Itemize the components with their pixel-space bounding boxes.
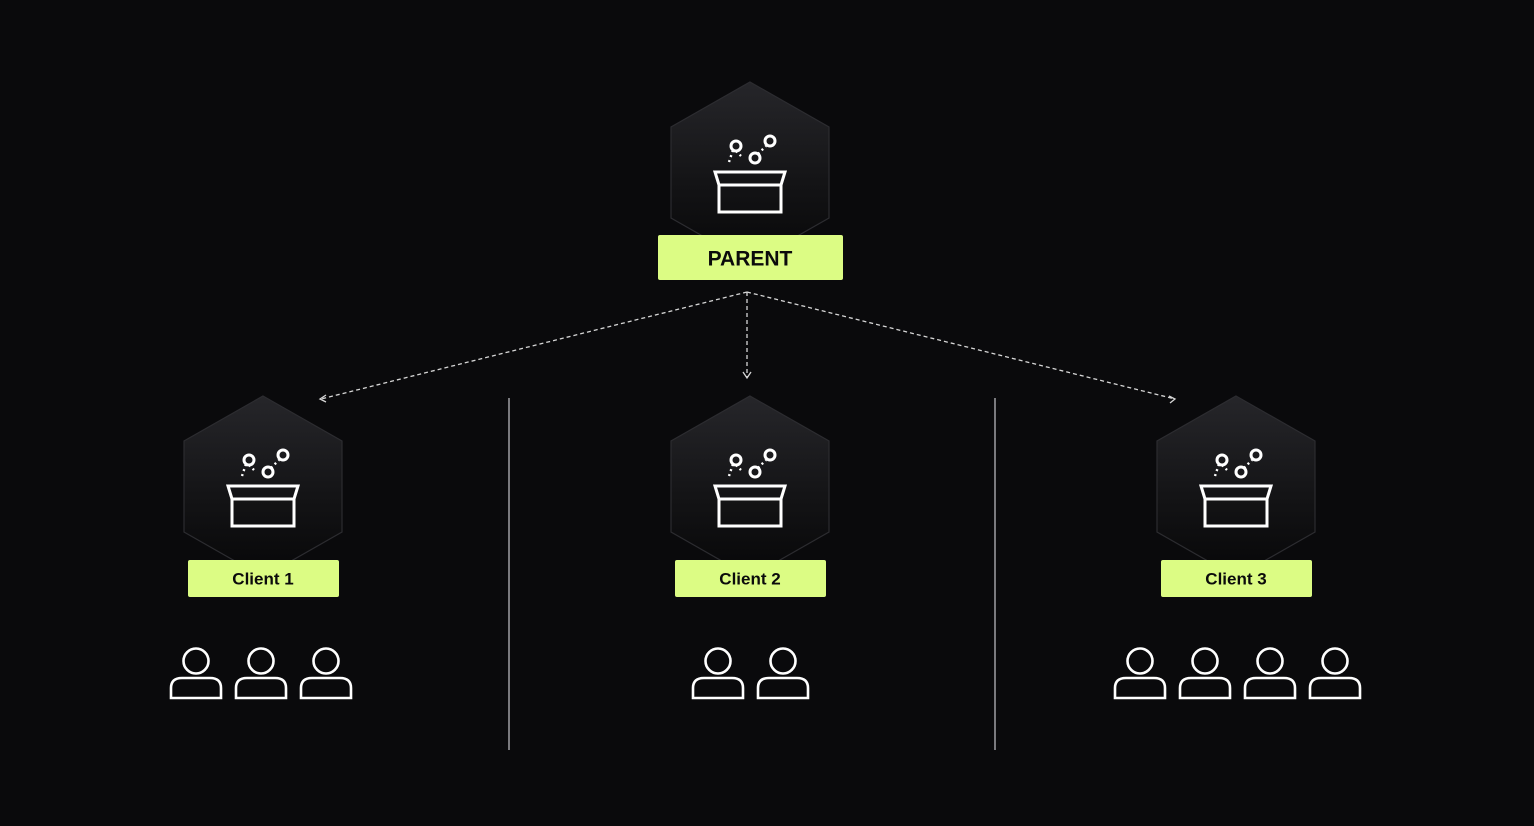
user-icon [1178,647,1232,700]
user-icon [234,647,288,700]
user-icon [756,647,810,700]
user-icon [169,647,223,700]
arrowhead-client-3 [1168,395,1177,404]
client-node-2: Client 2 [670,395,830,700]
client-1-label-box [188,560,339,597]
user-icon [691,647,745,700]
client-3-label-box [1161,560,1312,597]
user-group-1 [169,647,353,700]
package-box-icon [1198,448,1274,528]
arrowhead-client-2 [742,371,752,380]
client-node-3: Client 3 [1113,395,1362,700]
parent-label-box [658,235,843,280]
package-box-icon [712,134,788,214]
connectors [318,291,1177,404]
user-icon [1243,647,1297,700]
user-icon [1113,647,1167,700]
client-3-label: Client 3 [1205,570,1266,589]
package-box-icon [712,448,788,528]
client-node-1: Client 1 [169,395,353,700]
user-group-2 [691,647,810,700]
connector-parent-client-1 [320,291,748,400]
arrowhead-client-1 [318,394,327,403]
connector-parent-client-3 [746,291,1176,400]
user-icon [299,647,353,700]
user-group-3 [1113,647,1362,700]
client-2-label-box [675,560,826,597]
parent-label: PARENT [708,248,793,271]
client-2-label: Client 2 [719,570,780,589]
package-box-icon [225,448,301,528]
parent-node: PARENT [658,81,843,280]
client-1-label: Client 1 [232,570,293,589]
user-icon [1308,647,1362,700]
